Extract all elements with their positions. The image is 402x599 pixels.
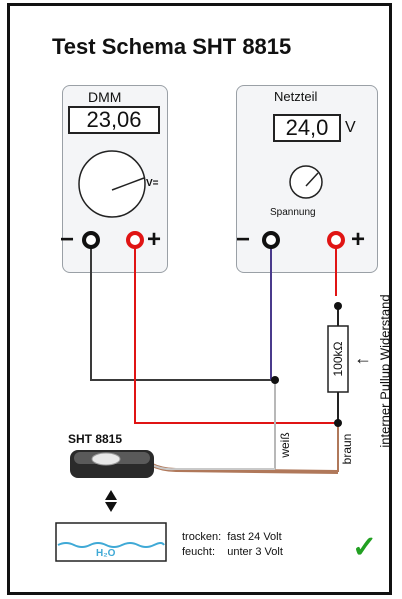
pullup-resistor xyxy=(327,325,349,393)
dmm-meter-gauge xyxy=(78,150,146,218)
dmm-plus-sign: + xyxy=(147,226,162,253)
dmm-reading: 23,06 xyxy=(86,107,142,132)
junction-dot xyxy=(334,302,342,310)
dmm-terminal-minus[interactable] xyxy=(82,231,100,249)
dmm-title: DMM xyxy=(88,89,122,105)
psu-knob-label: Spannung xyxy=(270,207,316,218)
sensor-window xyxy=(91,452,121,466)
water-wave-icon xyxy=(57,542,165,548)
psu-title: Netzteil xyxy=(274,89,318,104)
wire-black xyxy=(90,242,275,381)
water-probe-box xyxy=(55,522,167,562)
result-dry: trocken: fast 24 Volt xyxy=(182,531,282,543)
sensor-cable-core xyxy=(149,463,275,471)
double-arrow-down-icon xyxy=(105,502,117,512)
resistor-value: 100kΩ xyxy=(331,341,345,377)
junction-dot xyxy=(271,376,279,384)
psu-reading: 24,0 xyxy=(285,115,329,140)
wire-red xyxy=(134,242,338,424)
dmm-display: 23,06 xyxy=(68,106,160,134)
psu-terminal-minus[interactable] xyxy=(262,231,280,249)
dmm-meter-needle xyxy=(111,177,145,191)
wire-brown-label: braun xyxy=(340,433,354,465)
junction-dot xyxy=(334,419,342,427)
psu-display: 24,0 xyxy=(273,114,341,142)
dmm-minus-sign: − xyxy=(60,226,75,253)
psu-unit: V xyxy=(345,119,356,136)
probe-label: H₂O xyxy=(96,548,116,559)
result-wet: feucht: unter 3 Volt xyxy=(182,546,283,558)
resistor-arrow-icon: ← xyxy=(354,348,372,368)
wire-white-label: weiß xyxy=(278,432,292,458)
sensor-name: SHT 8815 xyxy=(68,432,123,446)
resistor-annotation: interner Pullup Widerstand xyxy=(377,294,393,448)
double-arrow-up-icon xyxy=(105,490,117,500)
psu-voltage-knob xyxy=(289,165,323,199)
psu-terminal-plus[interactable] xyxy=(327,231,345,249)
psu-plus-sign: + xyxy=(351,226,366,253)
diagram-title: Test Schema SHT 8815 xyxy=(52,34,292,59)
psu-minus-sign: − xyxy=(236,226,251,253)
psu-knob-pointer xyxy=(305,172,319,187)
dmm-meter-unit: V= xyxy=(146,178,159,189)
check-icon: ✓ xyxy=(352,531,378,564)
dmm-terminal-plus[interactable] xyxy=(126,231,144,249)
